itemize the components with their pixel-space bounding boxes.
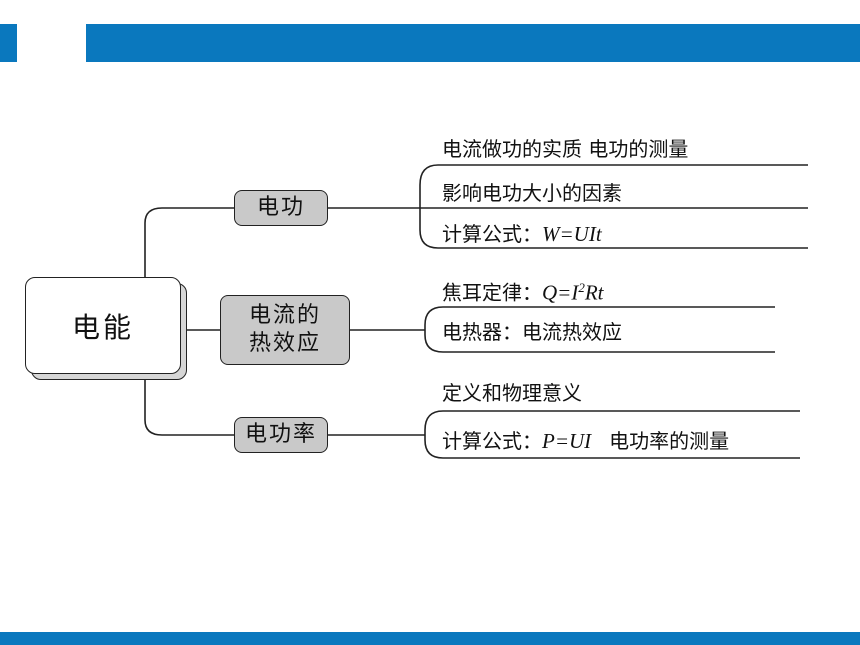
formula-text: P=UI xyxy=(542,429,592,453)
leaf-suffix: 电功率的测量 xyxy=(609,429,730,453)
root-label: 电能 xyxy=(71,310,134,344)
header-left-block xyxy=(0,24,17,62)
formula-superscript: 2 xyxy=(578,280,585,295)
leaf-prefix: 计算公式： xyxy=(442,222,542,246)
branch-label: 电功率 xyxy=(244,422,317,447)
footer-bar xyxy=(0,632,860,645)
leaf-prefix: 计算公式： xyxy=(442,429,542,453)
branch-node-electric-work: 电功 xyxy=(234,190,328,226)
leaf-joule-law: 焦耳定律：Q=I2Rt xyxy=(442,275,604,306)
leaf-power-definition: 定义和物理意义 xyxy=(442,380,582,406)
leaf-text: 定义和物理意义 xyxy=(442,381,582,405)
header-bar xyxy=(86,24,860,62)
branch-node-electric-power: 电功率 xyxy=(234,417,328,453)
branch-2-leaf-bracket xyxy=(424,306,775,353)
leaf-heater: 电热器：电流热效应 xyxy=(442,319,622,345)
leaf-work-essence: 电流做功的实质 电功的测量 xyxy=(442,136,688,162)
branch-3-leaf-bracket xyxy=(424,410,800,459)
trunk-connector-lower xyxy=(144,374,234,436)
formula-text: Rt xyxy=(584,280,604,305)
leaf-text: 电流做功的实质 电功的测量 xyxy=(442,137,689,161)
leaf-work-factors: 影响电功大小的因素 xyxy=(442,180,622,206)
branch-node-heat-effect: 电流的 热效应 xyxy=(220,295,350,365)
leaf-prefix: 焦耳定律： xyxy=(442,280,542,305)
trunk-connector xyxy=(144,207,234,277)
root-node: 电能 xyxy=(25,277,181,374)
formula-text: Q=I xyxy=(542,280,579,305)
branch-label-line-2: 热效应 xyxy=(248,331,321,356)
leaf-text: 电热器：电流热效应 xyxy=(442,320,622,344)
leaf-work-formula: 计算公式：W=UIt xyxy=(442,221,602,247)
formula-text: W=UIt xyxy=(542,222,602,246)
branch-label-line-1: 电流的 xyxy=(248,303,321,328)
leaf-text: 影响电功大小的因素 xyxy=(442,181,622,205)
branch-label: 电功 xyxy=(256,195,305,220)
leaf-power-formula: 计算公式：P=UI 电功率的测量 xyxy=(442,428,729,454)
